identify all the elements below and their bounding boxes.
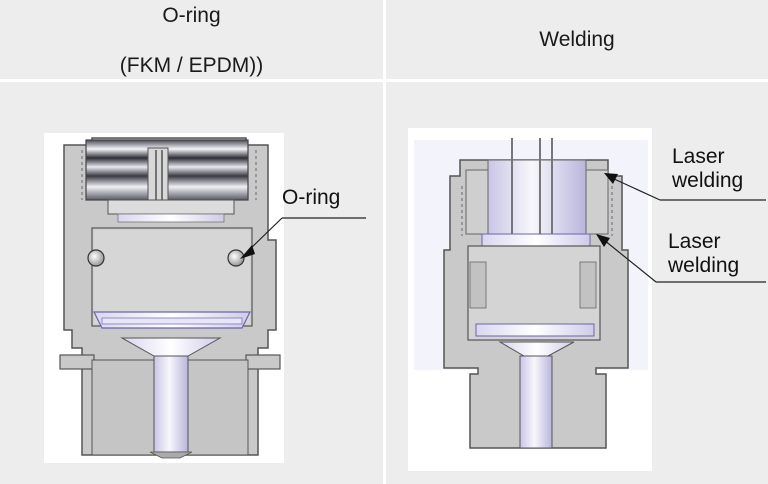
table-horizontal-divider: [0, 79, 768, 82]
oring-bore-tip: [149, 451, 193, 459]
oring-callout-arrowhead: [240, 245, 255, 259]
header-welding: Welding: [539, 28, 615, 51]
oring-sensor-drawing: [59, 137, 366, 459]
oring-flange-left: [59, 354, 95, 370]
welding-header-cylinder: [487, 159, 587, 235]
oring-seal-left: [87, 249, 105, 267]
laser-weld-bottom-leader: [603, 239, 657, 283]
oring-callout-label: O-ring: [282, 186, 341, 209]
oring-chamber-fill: [94, 230, 250, 324]
header-oring-line2: (FKM / EPDM)): [119, 54, 264, 77]
header-oring-line1: O-ring: [162, 4, 221, 27]
laser-weld-top-leader: [611, 177, 661, 201]
laser-weld-top-line2: welding: [672, 169, 744, 192]
welding-header-wall-right: [585, 169, 609, 235]
laser-weld-bottom-arrowhead: [596, 234, 610, 247]
laser-weld-top-line1: Laser: [672, 145, 725, 168]
oring-bore: [153, 355, 189, 453]
oring-cap-seal: [117, 213, 225, 223]
laser-weld-bottom-label: Laser welding: [668, 230, 739, 278]
table-vertical-divider: [383, 0, 386, 484]
header-oring: O-ring (FKM / EPDM)): [0, 3, 383, 103]
welding-sensor-drawing: [414, 138, 766, 449]
welding-cell-wall-right: [579, 261, 597, 309]
laser-weld-bottom-line2: welding: [668, 254, 740, 277]
oring-callout-leader: [246, 217, 283, 253]
welding-diaphragm: [475, 323, 595, 337]
welding-bore: [519, 355, 553, 449]
welding-glass-seal: [481, 233, 591, 247]
oring-seal-right: [227, 249, 245, 267]
oring-diaphragm-plate: [101, 317, 243, 325]
welding-header-wall-left: [465, 169, 489, 235]
oring-flange-right: [245, 354, 281, 370]
oring-inner-cap: [107, 199, 235, 215]
welding-cell-wall-left: [469, 261, 487, 309]
laser-weld-bottom-line1: Laser: [668, 230, 721, 253]
laser-weld-top-arrowhead: [604, 173, 618, 184]
laser-weld-top-label: Laser welding: [672, 145, 743, 193]
